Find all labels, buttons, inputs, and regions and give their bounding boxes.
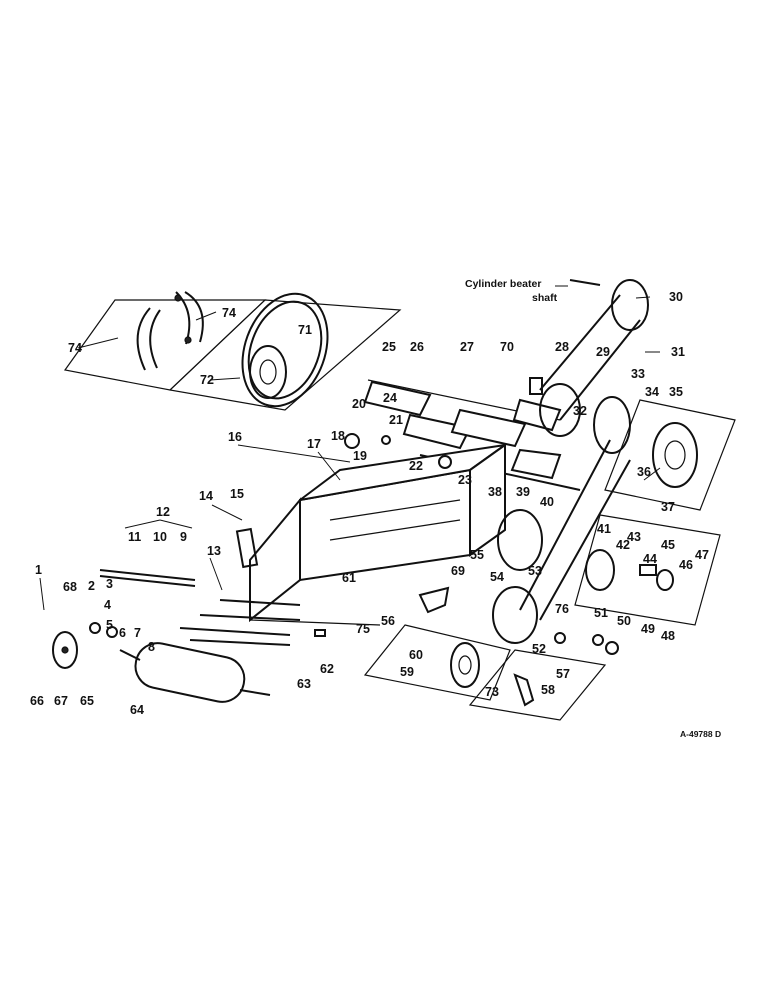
callout-19: 19 [353,449,367,463]
callout-61: 61 [342,571,356,585]
callout-69: 69 [451,564,465,578]
callout-labels: 1 2 3 4 5 6 7 8 9 10 11 12 13 14 15 16 1… [30,290,709,717]
callout-76: 76 [555,602,569,616]
callout-50: 50 [617,614,631,628]
callout-67: 67 [54,694,68,708]
callout-27: 27 [460,340,474,354]
callout-12: 12 [156,505,170,519]
callout-38: 38 [488,485,502,499]
callout-58: 58 [541,683,555,697]
callout-62: 62 [320,662,334,676]
roller [119,642,271,703]
callout-23: 23 [458,473,472,487]
callout-34: 34 [645,385,659,399]
callout-60: 60 [409,648,423,662]
drive-train [492,279,649,644]
callout-11: 11 [128,530,141,544]
callout-57: 57 [556,667,570,681]
callout-24: 24 [383,391,397,405]
callout-75: 75 [356,622,370,636]
callout-35: 35 [669,385,683,399]
callout-14: 14 [199,489,213,503]
callout-28: 28 [555,340,569,354]
note-line-1: Cylinder beater [465,278,541,290]
callout-44: 44 [643,552,657,566]
callout-29: 29 [596,345,610,359]
callout-42: 42 [616,538,630,552]
callout-46: 46 [679,558,693,572]
callout-64: 64 [130,703,144,717]
callout-74-lower: 74 [68,341,82,355]
callout-56: 56 [381,614,395,628]
callout-65: 65 [80,694,94,708]
callout-71: 71 [298,323,312,337]
figure-reference: A-49788 D [680,729,721,739]
callout-9: 9 [180,530,187,544]
callout-8: 8 [148,640,155,654]
callout-13: 13 [207,544,221,558]
callout-22: 22 [409,459,423,473]
callout-68: 68 [63,580,77,594]
callout-1: 1 [35,563,42,577]
callout-31: 31 [671,345,685,359]
small-hardware [89,377,619,655]
callout-20: 20 [352,397,366,411]
callout-55: 55 [470,548,484,562]
leader-lines [39,296,661,611]
inset-bracket [468,649,607,721]
callout-53: 53 [528,564,542,578]
callout-5: 5 [106,618,113,632]
callout-26: 26 [410,340,424,354]
callout-21: 21 [389,413,403,427]
callout-48: 48 [661,629,675,643]
callout-36: 36 [637,465,651,479]
callout-43: 43 [627,530,641,544]
callout-39: 39 [516,485,530,499]
callout-3: 3 [106,577,113,591]
callout-7: 7 [134,626,141,640]
inset-clutch [574,514,721,626]
left-pulley [52,631,78,669]
callout-41: 41 [597,522,611,536]
callout-6: 6 [119,626,126,640]
callout-37: 37 [661,500,675,514]
callout-15: 15 [230,487,244,501]
note-line-2: shaft [532,292,558,304]
callout-4: 4 [104,598,111,612]
callout-51: 51 [594,606,608,620]
callout-72: 72 [200,373,214,387]
callout-74-upper: 74 [222,306,236,320]
callout-40: 40 [540,495,554,509]
callout-2: 2 [88,579,95,593]
callout-32: 32 [573,404,587,418]
callout-33: 33 [631,367,645,381]
callout-30: 30 [669,290,683,304]
inset-wheel-59 [363,624,511,701]
callout-45: 45 [661,538,675,552]
sieve-bars [99,569,301,646]
main-housing [249,443,506,626]
callout-59: 59 [400,665,414,679]
callout-54: 54 [490,570,504,584]
callout-49: 49 [641,622,655,636]
inset-belt-pulley [168,292,402,411]
callout-52: 52 [532,642,546,656]
callout-73: 73 [485,685,499,699]
inset-pulley-36 [604,399,736,511]
callout-10: 10 [153,530,167,544]
callout-25: 25 [382,340,396,354]
callout-18: 18 [331,429,345,443]
callout-63: 63 [297,677,311,691]
callout-16: 16 [228,430,242,444]
callout-47: 47 [695,548,709,562]
callout-17: 17 [307,437,321,451]
callout-66: 66 [30,694,44,708]
callout-70: 70 [500,340,514,354]
